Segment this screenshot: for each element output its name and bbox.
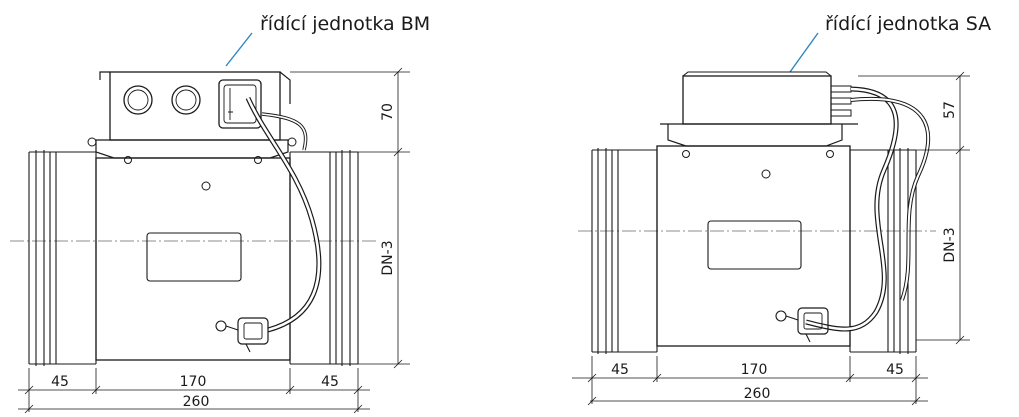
sa-label-leader [789,32,819,73]
sa-label: řídící jednotka SA [825,13,991,35]
bm-label-leader [225,32,253,67]
bm-dimensions: 70 DN-3 45 170 45 260 [18,67,410,414]
bm-dim-diameter: DN-3 [380,240,396,275]
bm-label: řídící jednotka BM [260,13,430,35]
sa-dim-a: 45 [611,362,629,378]
sa-dim-b: 170 [741,362,768,378]
sa-dimensions: 57 DN-3 45 170 45 260 [572,71,970,406]
sa-dim-diameter: DN-3 [942,227,958,262]
bm-dim-total: 260 [183,394,210,410]
bm-dim-b: 170 [180,374,207,390]
bm-dim-a: 45 [51,374,69,390]
unit-bm: řídící jednotka BM [10,13,430,414]
unit-sa: řídící jednotka SA [572,13,991,406]
sa-cable [775,86,931,343]
sa-dim-height: 57 [942,101,958,119]
bm-dim-height: 70 [380,103,396,121]
bm-cable [215,96,322,353]
sa-dim-c: 45 [886,362,904,378]
bm-dim-c: 45 [321,374,339,390]
bm-control-box [87,71,297,164]
sa-control-box [660,71,858,158]
sa-duct-body [591,145,917,354]
bm-duct-body [28,150,359,366]
sa-dim-total: 260 [744,386,771,402]
